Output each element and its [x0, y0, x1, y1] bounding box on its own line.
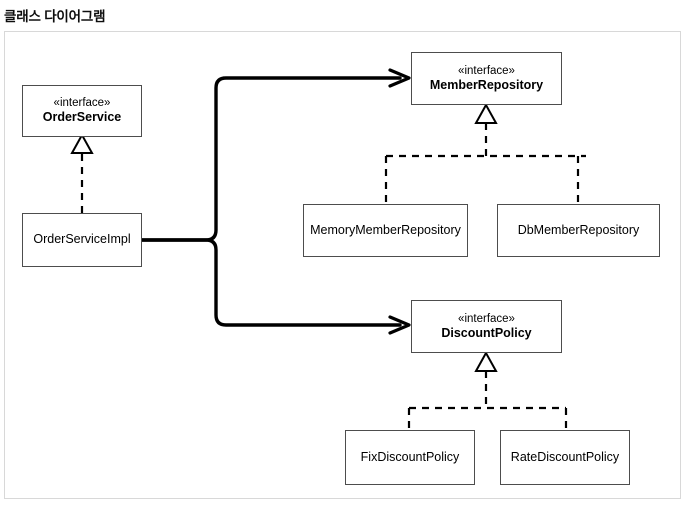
uml-node-member-repository[interactable]: «interface» MemberRepository	[411, 52, 562, 105]
uml-node-discount-policy[interactable]: «interface» DiscountPolicy	[411, 300, 562, 353]
class-name-label: DiscountPolicy	[441, 325, 532, 340]
uml-node-rate-discount-policy[interactable]: RateDiscountPolicy	[500, 430, 630, 485]
hollow-triangle-arrowhead	[474, 102, 498, 124]
stereotype-label: «interface»	[458, 312, 515, 325]
class-name-label: MemberRepository	[429, 77, 544, 92]
uml-node-fix-discount-policy[interactable]: FixDiscountPolicy	[345, 430, 475, 485]
association-path	[140, 238, 402, 327]
hollow-triangle-arrowhead	[474, 350, 498, 372]
class-name-label: FixDiscountPolicy	[360, 449, 460, 464]
open-arrowhead	[388, 315, 411, 335]
uml-node-memory-member-repository[interactable]: MemoryMemberRepository	[303, 204, 468, 257]
open-arrowhead	[388, 68, 411, 88]
class-name-label: DbMemberRepository	[517, 222, 640, 237]
edge-member-repository-realizations	[384, 102, 586, 204]
class-name-label: RateDiscountPolicy	[510, 449, 620, 464]
uml-node-order-service[interactable]: «interface» OrderService	[22, 85, 142, 137]
stereotype-label: «interface»	[458, 64, 515, 77]
stereotype-label: «interface»	[53, 97, 111, 109]
edge-impl-realizes-order-service	[70, 132, 94, 213]
edge-discount-policy-realizations	[407, 350, 568, 430]
hollow-triangle-arrowhead	[70, 132, 94, 154]
page-title: 클래스 다이어그램	[4, 9, 106, 24]
uml-node-order-service-impl[interactable]: OrderServiceImpl	[22, 213, 142, 267]
class-name-label: OrderService	[42, 110, 122, 125]
edge-impl-uses-discount-policy	[140, 238, 411, 335]
uml-node-db-member-repository[interactable]: DbMemberRepository	[497, 204, 660, 257]
class-name-label: OrderServiceImpl	[33, 232, 131, 247]
class-name-label: MemoryMemberRepository	[310, 222, 461, 237]
